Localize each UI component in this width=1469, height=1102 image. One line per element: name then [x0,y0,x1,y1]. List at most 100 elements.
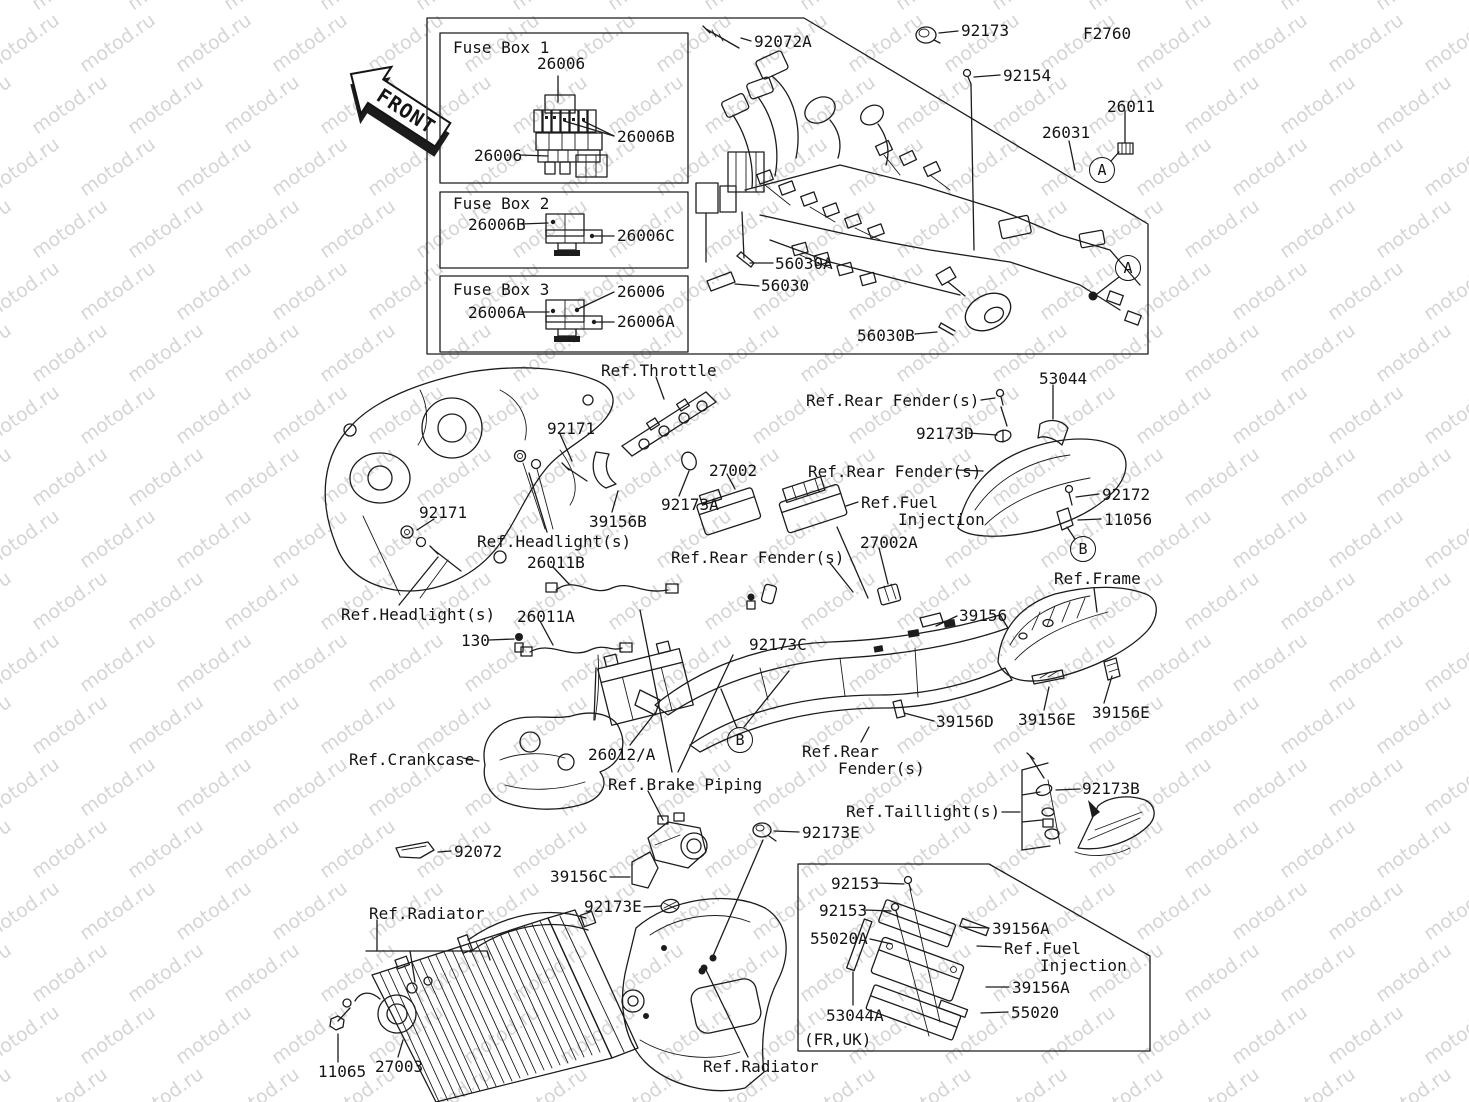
part-label-ref-headlight-bottom: Ref.Headlight(s) [341,605,496,624]
part-label-ref-rear-fender-2: Ref.Rear Fender(s) [808,462,982,481]
part-label-ref-fuel-injection-1b: Injection [898,510,985,529]
part-label-part-92173a: 92173A [661,495,719,514]
harness-enclosure [426,17,1149,355]
part-label-part-39156e-2: 39156E [1092,703,1150,722]
taillight-drawing [1021,752,1155,856]
part-label-part-53044a: 53044A [826,1006,884,1025]
part-label-ref-frame: Ref.Frame [1054,569,1141,588]
part-label-part-27002a: 27002A [860,533,918,552]
part-label-part-39156c: 39156C [550,867,608,886]
fuse-box-1-drawing [533,94,608,178]
part-label-part-92154: 92154 [1003,66,1052,85]
part-53044-bracket [1037,419,1069,446]
part-label-part-92171-top: 92171 [547,419,596,438]
fuel-ecu-drawing [778,476,848,534]
part-92173c-clip [746,583,778,610]
part-label-part-26011a: 26011A [517,607,575,626]
part-label-ref-rear-fender-1: Ref.Rear Fender(s) [806,391,980,410]
crankcase-drawing [483,712,624,810]
part-11065-bolt [329,1015,345,1031]
part-label-variant-note: (FR,UK) [804,1030,872,1049]
part-label-part-92072a: 92072A [754,32,812,51]
part-label-ref-rear-fender-4b: Fender(s) [838,759,925,778]
part-label-part-11065: 11065 [318,1062,367,1081]
part-label-part-92173e-right: 92173E [802,823,860,842]
part-39156c-bracket [631,851,659,889]
battery-drawing [597,640,694,726]
part-92173a-damper [681,451,697,471]
part-label-part-92173b: 92173B [1082,779,1140,798]
part-label-part-39156d: 39156D [936,712,994,731]
part-92173-clamp [915,26,941,44]
part-26011-nut [1117,142,1134,155]
part-label-part-26031: 26031 [1042,123,1091,142]
part-92173e-right-clamp [752,822,777,842]
part-92072a-screw [702,25,740,49]
part-label-part-92173c: 92173C [749,635,807,654]
part-label-part-55020: 55020 [1011,1003,1060,1022]
part-label-fb3-26006: 26006 [617,282,666,301]
leader-dot-2 [700,964,708,972]
part-label-ref-taillight: Ref.Taillight(s) [846,802,1001,821]
horn-27003-drawing [337,992,417,1034]
part-label-part-55020a: 55020A [810,929,868,948]
part-label-ref-fuel-injection-2a: Ref.Fuel [1004,939,1082,958]
part-label-figure-code: F2760 [1083,24,1132,43]
part-56030b-pin [938,322,956,336]
headlight-fasteners [362,449,697,599]
frame-section-drawing [997,586,1157,685]
part-label-part-26012a: 26012/A [588,745,656,764]
relay-27002-drawing [696,487,762,536]
part-label-part-39156a-2: 39156A [1012,978,1070,997]
part-label-part-11056: 11056 [1104,510,1153,529]
part-56030-plate [706,271,736,292]
circle-marker-b-2: B [727,727,753,753]
part-39156e-strip [1031,669,1065,685]
part-label-part-92153-2: 92153 [819,901,868,920]
part-label-part-27003: 27003 [375,1057,424,1076]
radiator-fins [379,920,601,1102]
part-label-fb3-26006a-left: 26006A [468,303,526,322]
part-label-part-92173: 92173 [961,21,1010,40]
part-label-part-92072: 92072 [454,842,503,861]
lower-fairing-drawing [621,897,787,1092]
part-39156b-pad [592,451,617,489]
part-label-fb3-26006a-right: 26006A [617,312,675,331]
part-label-part-92172: 92172 [1102,485,1151,504]
fuse-box-1-frame [439,32,689,184]
part-label-ref-fuel-injection-2b: Injection [1040,956,1127,975]
part-92172-screw [1064,484,1074,506]
variant-box [797,863,1151,1052]
part-label-part-26011b: 26011B [527,553,585,572]
part-label-ref-crankcase: Ref.Crankcase [349,750,475,769]
part-39156e-clip [1103,657,1121,681]
part-label-part-39156: 39156 [959,606,1008,625]
part-label-part-92171-bottom: 92171 [419,503,468,522]
rear-fender-center-drawing [634,583,1013,753]
part-label-fusebox2-title: Fuse Box 2 [453,194,550,213]
part-56030a-clip [736,251,755,268]
part-label-ref-fuel-injection-1a: Ref.Fuel [861,493,939,512]
part-92173b-clamp [1035,783,1053,797]
fuse-box-2-frame [439,191,689,269]
part-label-ref-throttle: Ref.Throttle [601,361,717,380]
leader-lines [337,30,1126,1063]
part-label-fb2-26006c: 26006C [617,226,675,245]
part-label-ref-headlight-top: Ref.Headlight(s) [477,532,632,551]
circle-marker-b-3: B [1070,536,1096,562]
headlight-drawing [324,367,614,592]
fuse-box-3-frame [439,275,689,353]
screw-above-fender [995,388,1005,406]
part-label-part-56030a: 56030A [775,254,833,273]
part-92154-screw [962,68,972,85]
part-label-part-53044: 53044 [1039,369,1088,388]
part-label-part-39156a-1: 39156A [992,919,1050,938]
part-label-ref-radiator-bottom: Ref.Radiator [703,1057,819,1076]
part-label-fusebox1-title: Fuse Box 1 [453,38,550,57]
part-label-part-130: 130 [461,631,490,650]
part-92153-screws [890,875,941,1037]
part-label-part-92173e-left: 92173E [584,897,642,916]
